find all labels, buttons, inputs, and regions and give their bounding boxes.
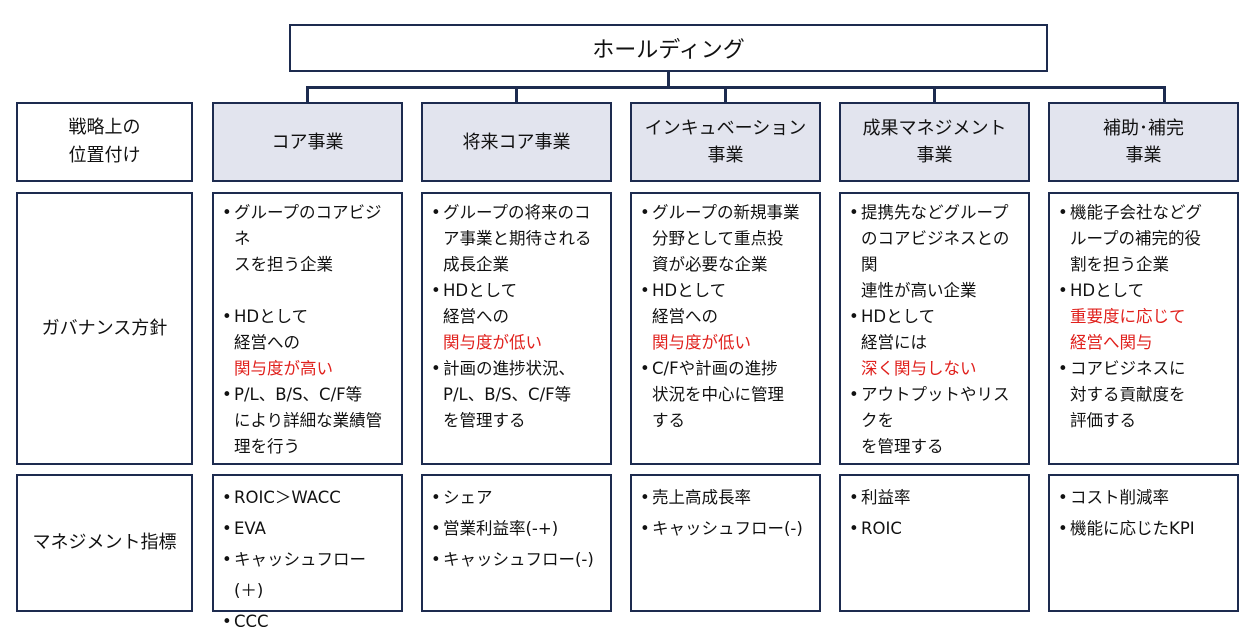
bullet-text: HDとして 経営への	[234, 307, 309, 352]
metrics-cell: シェア 営業利益率(-+) キャッシュフロー(-)	[421, 474, 612, 612]
category-label: 成果マネジメント 事業	[862, 118, 1007, 166]
connector-trunk	[667, 72, 670, 88]
bullet-item: コアビジネスに 対する貢献度を 評価する	[1058, 356, 1231, 434]
bullet-text: P/L、B/S、C/F等 により詳細な業績管 理を行う	[234, 385, 383, 456]
spacer	[222, 278, 395, 304]
bullet-item: C/Fや計画の進捗 状況を中心に管理 する	[640, 356, 813, 434]
bullet-text: 提携先などグループ のコアビジネスとの関 連性が高い企業	[861, 203, 1010, 300]
bullet-text: 機能子会社などグ ループの補完的役 割を担う企業	[1070, 203, 1202, 274]
row-label-position: 戦略上の 位置付け	[16, 102, 193, 182]
category-label: コア事業	[271, 131, 344, 153]
emphasis-text: 関与度が低い	[443, 333, 542, 352]
bullet-text: 計画の進捗状況、 P/L、B/S、C/F等 を管理する	[443, 359, 575, 430]
bullet-text: グループの将来のコ ア事業と期待される 成長企業	[443, 203, 592, 274]
holding-label: ホールディング	[592, 38, 745, 63]
category-header: 成果マネジメント 事業	[839, 102, 1030, 182]
category-header: 補助･補完 事業	[1048, 102, 1239, 182]
connector-col-4	[933, 86, 936, 103]
metrics-cell: ROIC＞WACC EVA キャッシュフロー(＋) CCC	[212, 474, 403, 637]
bullet-text: アウトプットやリスクを を管理する	[861, 385, 1010, 456]
emphasis-text: 関与度が高い	[234, 359, 333, 378]
metric-item: コスト削減率	[1058, 482, 1231, 513]
governance-cell: グループの新規事業 分野として重点投 資が必要な企業 HDとして 経営への関与度…	[630, 192, 821, 465]
bullet-item: アウトプットやリスクを を管理する	[849, 382, 1022, 460]
bullet-item: P/L、B/S、C/F等 により詳細な業績管 理を行う	[222, 382, 395, 460]
metrics-cell: 利益率 ROIC	[839, 474, 1030, 612]
connector-col-5	[1163, 86, 1166, 103]
row-label-governance-text: ガバナンス方針	[41, 317, 168, 339]
bullet-item: グループの将来のコ ア事業と期待される 成長企業	[431, 200, 604, 278]
category-label: 将来コア事業	[462, 131, 571, 153]
emphasis-text: 深く関与しない	[861, 359, 977, 378]
emphasis-text: 関与度が低い	[652, 333, 751, 352]
bullet-text: C/Fや計画の進捗 状況を中心に管理 する	[652, 359, 784, 430]
metric-item: 営業利益率(-+)	[431, 513, 604, 544]
metric-item: CCC	[222, 606, 395, 637]
connector-col-1	[306, 86, 309, 103]
emphasis-text: 重要度に応じて 経営へ関与	[1070, 307, 1186, 352]
row-label-metrics: マネジメント指標	[16, 474, 193, 612]
metrics-cell: 売上高成長率 キャッシュフロー(-)	[630, 474, 821, 612]
bullet-text: グループのコアビジネ スを担う企業	[234, 203, 382, 274]
bullet-text: コアビジネスに 対する貢献度を 評価する	[1070, 359, 1186, 430]
category-header: インキュベーション 事業	[630, 102, 821, 182]
metric-item: 利益率	[849, 482, 1022, 513]
metric-item: キャッシュフロー(＋)	[222, 544, 395, 606]
metric-item: ROIC＞WACC	[222, 482, 395, 513]
row-label-governance: ガバナンス方針	[16, 192, 193, 465]
connector-col-2	[515, 86, 518, 103]
metric-item: EVA	[222, 513, 395, 544]
category-header: 将来コア事業	[421, 102, 612, 182]
metric-item: キャッシュフロー(-)	[431, 544, 604, 575]
metrics-cell: コスト削減率 機能に応じたKPI	[1048, 474, 1239, 612]
bullet-item: グループのコアビジネ スを担う企業	[222, 200, 395, 278]
bullet-item: 計画の進捗状況、 P/L、B/S、C/F等 を管理する	[431, 356, 604, 434]
bullet-item: 提携先などグループ のコアビジネスとの関 連性が高い企業	[849, 200, 1022, 304]
holding-box: ホールディング	[289, 24, 1048, 72]
category-label: 補助･補完 事業	[1103, 118, 1184, 166]
bullet-text: HDとして 経営への	[443, 281, 518, 326]
governance-cell: 提携先などグループ のコアビジネスとの関 連性が高い企業 HDとして 経営には深…	[839, 192, 1030, 465]
category-header: コア事業	[212, 102, 403, 182]
category-label: インキュベーション 事業	[644, 118, 807, 166]
metric-item: キャッシュフロー(-)	[640, 513, 813, 544]
row-label-metrics-text: マネジメント指標	[32, 532, 177, 553]
bullet-text: HDとして 経営への	[652, 281, 727, 326]
metric-item: 機能に応じたKPI	[1058, 513, 1231, 544]
metric-item: ROIC	[849, 513, 1022, 544]
connector-col-3	[724, 86, 727, 103]
bullet-item: グループの新規事業 分野として重点投 資が必要な企業	[640, 200, 813, 278]
governance-cell: グループの将来のコ ア事業と期待される 成長企業 HDとして 経営への関与度が低…	[421, 192, 612, 465]
bullet-item: 機能子会社などグ ループの補完的役 割を担う企業	[1058, 200, 1231, 278]
bullet-text: HDとして	[1070, 281, 1145, 300]
bullet-text: グループの新規事業 分野として重点投 資が必要な企業	[652, 203, 800, 274]
bullet-text: HDとして 経営には	[861, 307, 936, 352]
metric-item: シェア	[431, 482, 604, 513]
connector-horizontal	[306, 86, 1165, 89]
row-label-position-text: 戦略上の 位置付け	[68, 117, 141, 166]
metric-item: 売上高成長率	[640, 482, 813, 513]
